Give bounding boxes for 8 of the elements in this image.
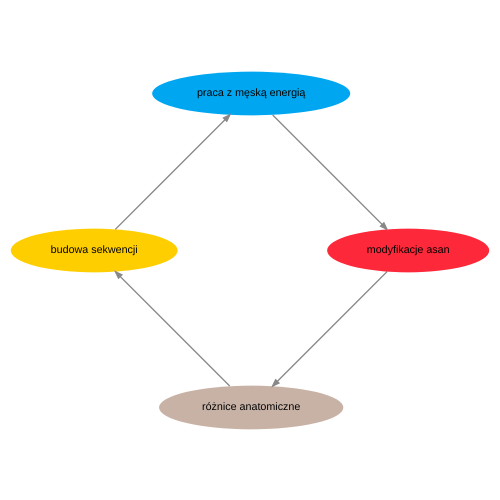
node-ellipse: modyfikacje asan (327, 228, 490, 272)
node-ellipse: budowa sekwencji (10, 228, 178, 272)
arrow (272, 114, 388, 230)
node-ellipse: różnice anatomiczne (159, 385, 344, 429)
arrow (114, 112, 232, 230)
arrow (114, 270, 230, 386)
node-ellipse: praca z męską energią (152, 71, 350, 115)
arrow (271, 270, 388, 388)
